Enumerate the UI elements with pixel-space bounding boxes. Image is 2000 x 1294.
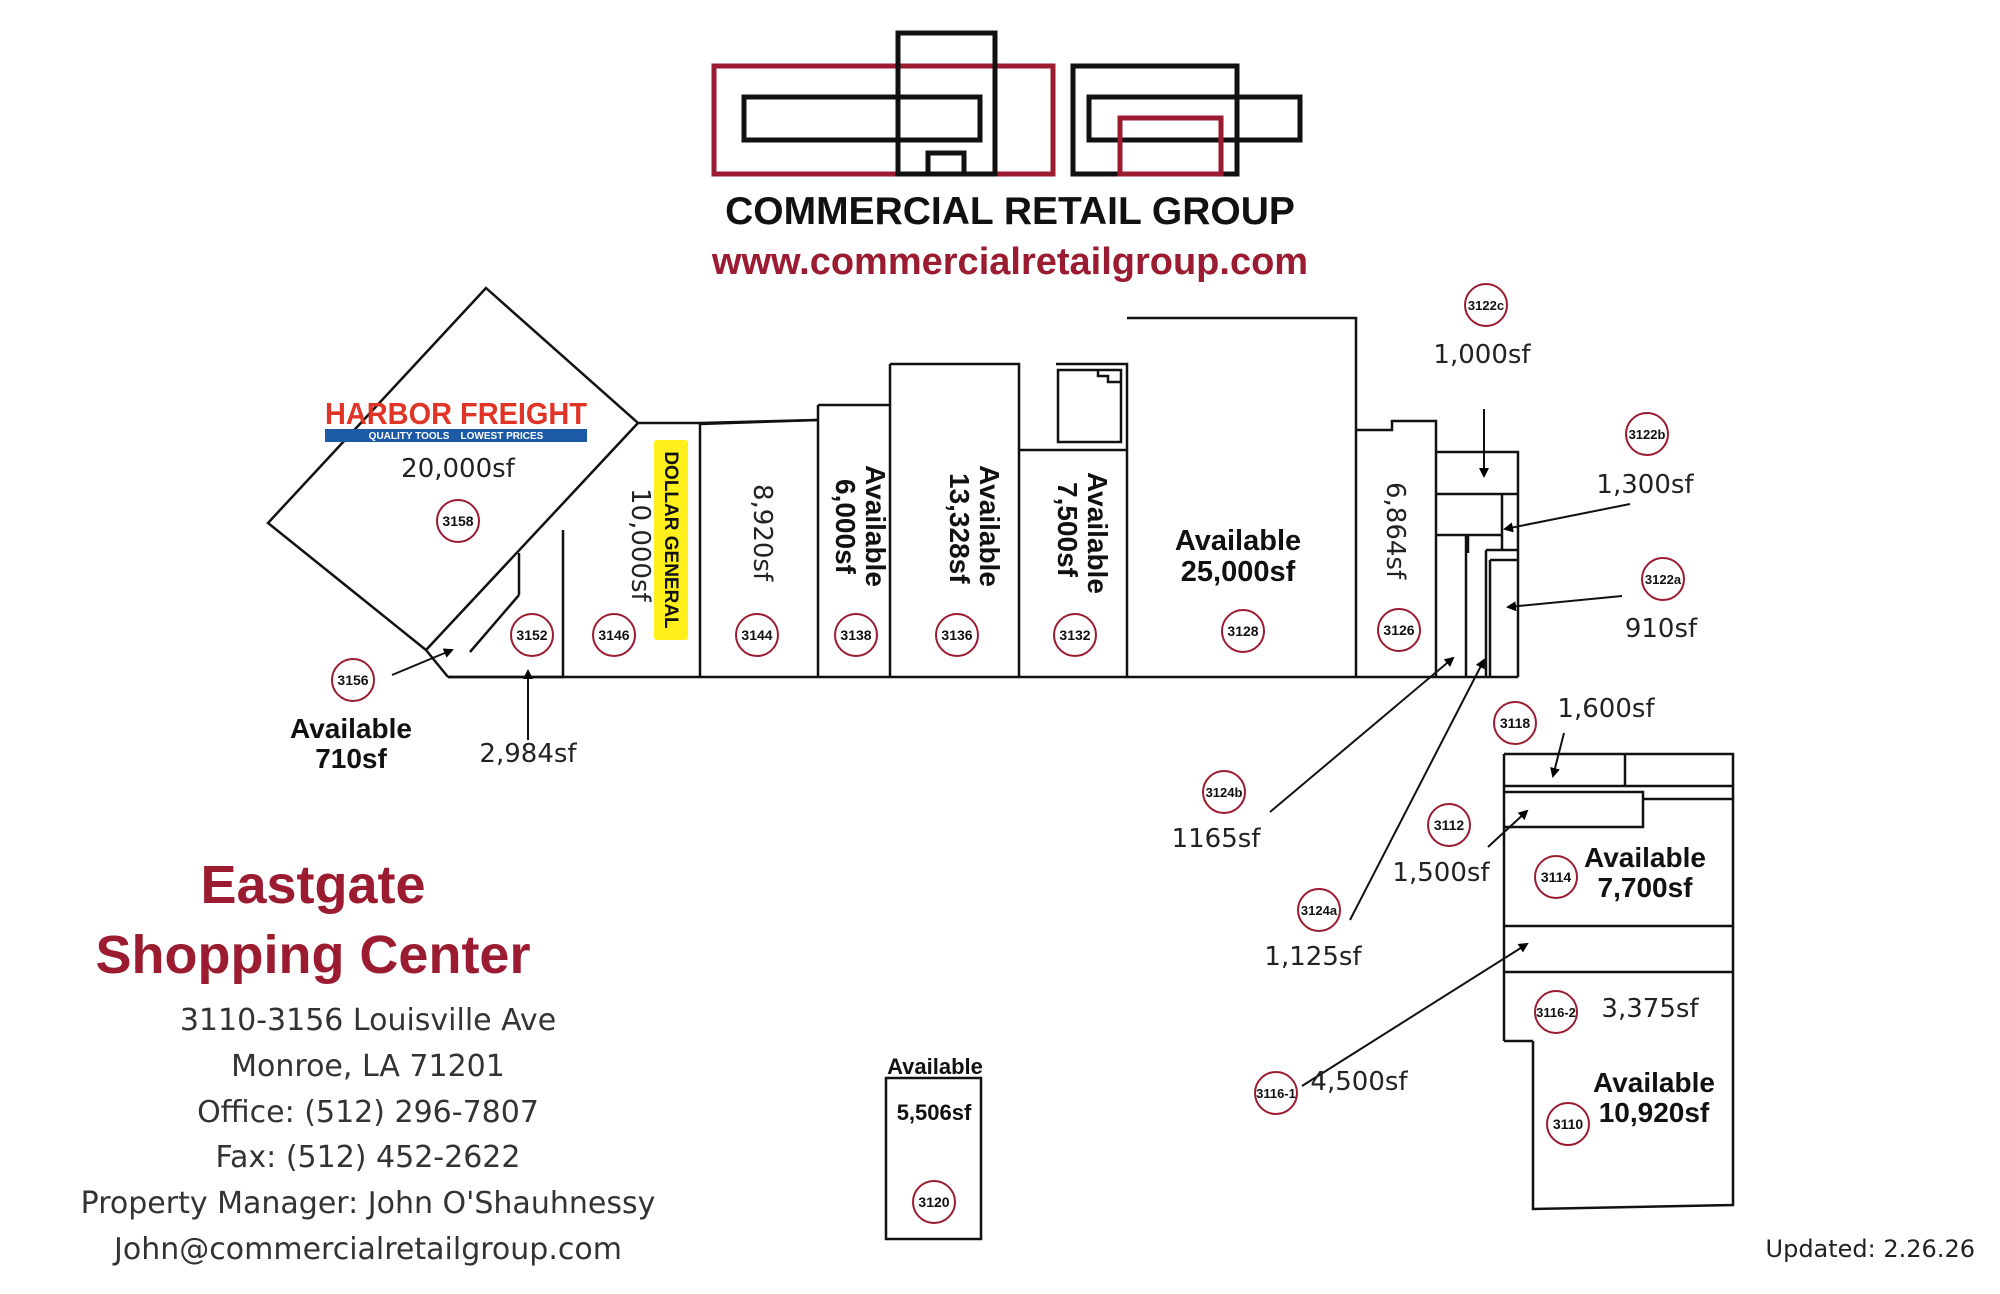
center-fax: Fax: (512) 452-2622 [216,1140,521,1175]
center-city: Monroe, LA 71201 [231,1049,505,1084]
unit-badges: 3158 3156 3152 3146 3144 3138 3136 3132 … [331,283,1685,1224]
unit-size: 25,000sf [1181,556,1296,588]
unit-size: 13,328sf [944,473,975,584]
unit-badge[interactable]: 3122a [1641,557,1685,601]
harbor-freight-logo: HARBOR FREIGHT QUALITY TOOLS LOWEST PRIC… [325,396,587,442]
manager-email[interactable]: John@commercialretailgroup.com [112,1232,622,1267]
company-name: COMMERCIAL RETAIL GROUP [725,190,1295,233]
unit-badge[interactable]: 3124b [1202,770,1246,814]
unit-badge[interactable]: 3120 [912,1180,956,1224]
unit-size: 10,000sf [625,488,655,603]
unit-badge[interactable]: 3136 [935,613,979,657]
unit-size: 20,000sf [401,454,516,484]
leader-arrows [391,409,1631,1087]
updated-date: Updated: 2.26.26 [1766,1235,1975,1263]
svg-text:3158: 3158 [442,513,473,529]
unit-size: 910sf [1625,614,1698,644]
svg-text:3156: 3156 [337,672,368,688]
unit-status: Available [1175,525,1301,557]
unit-badge[interactable]: 3138 [834,613,878,657]
dollar-general-name: DOLLAR GENERAL [660,451,681,629]
unit-size: 1,125sf [1264,942,1362,972]
svg-text:3136: 3136 [941,627,972,643]
unit-status: Available [974,465,1005,587]
property-manager: Property Manager: John O'Shauhnessy [81,1186,656,1221]
unit-size: 6,000sf [830,479,861,575]
harbor-freight-tagline: QUALITY TOOLS LOWEST PRICES [369,431,544,442]
unit-size: 710sf [315,743,387,774]
unit-badge[interactable]: 3124a [1297,888,1341,932]
unit-status: Available [860,465,891,587]
unit-size: 1,600sf [1557,694,1655,724]
unit-size: 6,864sf [1380,482,1410,580]
unit-size: 1165sf [1172,824,1262,854]
unit-status: Available [1584,842,1706,873]
svg-text:3122a: 3122a [1645,572,1682,587]
unit-status: Available [887,1054,983,1079]
svg-text:3118: 3118 [1500,715,1531,731]
south-building [1502,752,1735,1211]
unit-size: 1,500sf [1392,858,1490,888]
unit-badge[interactable]: 3118 [1493,701,1537,745]
unit-badge[interactable]: 3112 [1427,803,1471,847]
unit-badge[interactable]: 3116-1 [1254,1071,1298,1115]
unit-badge[interactable]: 3122b [1625,412,1669,456]
unit-badge[interactable]: 3156 [331,658,375,702]
svg-text:3146: 3146 [598,627,629,643]
main-building [266,286,1520,679]
svg-text:3138: 3138 [840,627,871,643]
unit-status: Available [1593,1067,1715,1098]
svg-text:3124a: 3124a [1301,903,1338,918]
unit-badge[interactable]: 3146 [592,613,636,657]
unit-size: 10,920sf [1599,1097,1710,1128]
unit-size: 7,700sf [1598,872,1694,903]
unit-size: 8,920sf [747,484,777,582]
dollar-general-logo: DOLLAR GENERAL [654,440,688,640]
unit-badge[interactable]: 3110 [1546,1102,1590,1146]
unit-badge[interactable]: 3116-2 [1534,990,1578,1034]
svg-text:3122c: 3122c [1468,298,1504,313]
unit-size: 5,506sf [897,1100,972,1125]
center-title-line2: Shopping Center [96,925,531,985]
unit-size: 3,375sf [1601,994,1699,1024]
svg-text:3116-1: 3116-1 [1256,1086,1296,1101]
unit-badge[interactable]: 3126 [1377,608,1421,652]
unit-status: Available [290,713,412,744]
unit-3120-outline [884,1076,983,1241]
unit-badge[interactable]: 3158 [436,499,480,543]
website-link[interactable]: www.commercialretailgroup.com [711,241,1308,283]
unit-size: 2,984sf [479,739,577,769]
svg-text:3116-2: 3116-2 [1536,1005,1576,1020]
unit-badge[interactable]: 3122c [1464,283,1508,327]
unit-badge[interactable]: 3132 [1053,613,1097,657]
unit-size: 4,500sf [1310,1067,1408,1097]
unit-badge[interactable]: 3114 [1534,855,1578,899]
svg-text:3112: 3112 [1434,817,1465,833]
svg-text:3110: 3110 [1553,1116,1584,1132]
center-title-line1: Eastgate [200,855,425,915]
unit-badge[interactable]: 3128 [1221,609,1265,653]
unit-size: 1,000sf [1433,340,1531,370]
svg-text:3122b: 3122b [1629,427,1666,442]
svg-text:3114: 3114 [1541,869,1572,885]
harbor-freight-name: HARBOR FREIGHT [325,396,587,431]
center-address: 3110-3156 Louisville Ave [180,1003,556,1038]
svg-text:3126: 3126 [1383,622,1414,638]
unit-size: 7,500sf [1052,482,1083,578]
svg-text:3132: 3132 [1059,627,1090,643]
unit-badge[interactable]: 3144 [735,613,779,657]
center-office-phone: Office: (512) 296-7807 [197,1095,539,1130]
svg-text:3152: 3152 [516,627,547,643]
unit-status: Available [1082,472,1113,594]
unit-size: 1,300sf [1596,470,1694,500]
svg-text:3124b: 3124b [1206,785,1243,800]
svg-text:3120: 3120 [918,1194,949,1210]
svg-text:3128: 3128 [1227,623,1258,639]
crg-logo [711,30,1303,177]
svg-text:3144: 3144 [741,627,772,643]
unit-badge[interactable]: 3152 [510,613,554,657]
